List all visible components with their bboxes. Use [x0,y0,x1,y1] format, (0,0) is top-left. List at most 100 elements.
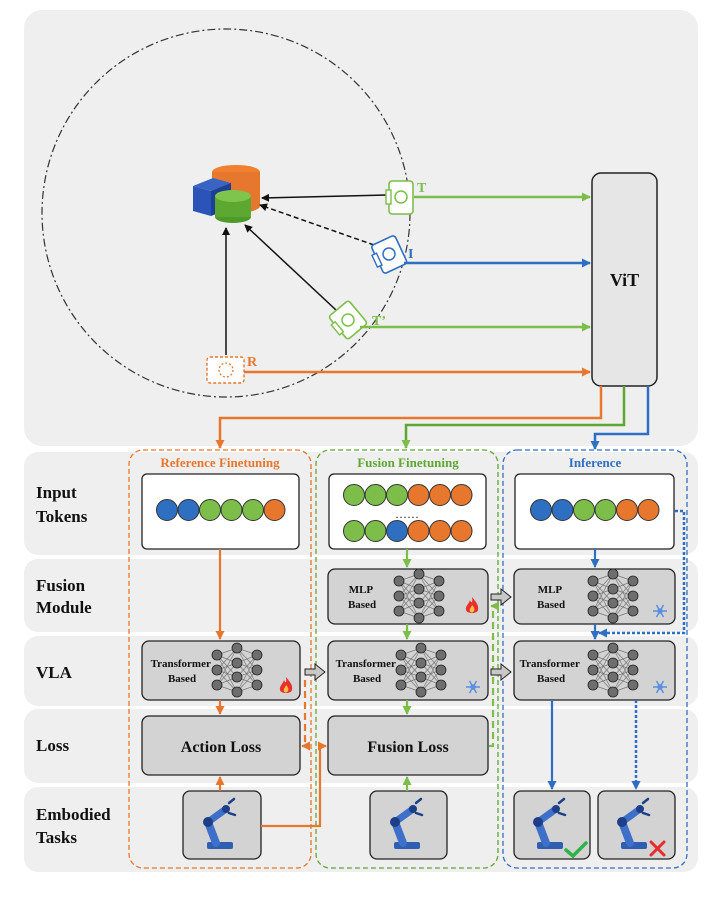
camera-label-r: R [247,355,258,370]
nn-connection [420,654,442,693]
nn-node [211,664,223,676]
nn-node [415,657,427,669]
row-label-embodied-tasks: Embodied Tasks [36,805,115,847]
fusion-loss-label: Fusion Loss [367,739,448,756]
nn-node [627,679,639,691]
nn-connection [216,647,238,686]
neural-network-icon [395,642,447,698]
inf-bypass-dotted-arrow [598,509,686,638]
camera-label-i: I [408,247,413,262]
fusion-token-sequence-1 [343,484,473,506]
camera-icon-t-prime [328,300,368,340]
nn-node [231,671,243,683]
nn-node [587,590,599,602]
fusion-mlp-label: MLP Based [348,584,376,611]
nn-node [413,568,425,580]
nn-node [395,649,407,661]
scene-panel [24,10,698,446]
nn-connection [418,580,440,619]
nn-node [251,649,263,661]
action-loss-label: Action Loss [181,739,261,756]
token-orange [407,484,430,506]
token-orange [616,499,638,521]
row-label-input-tokens: Input Tokens [36,483,88,526]
token-green [364,484,387,506]
inference-title: Inference [569,455,622,470]
token-blue [551,499,574,521]
nn-node [435,649,447,661]
row-label-fusion-module: Fusion Module [36,576,92,617]
nn-node [413,597,425,609]
nn-node [587,575,599,587]
nn-node [211,679,223,691]
token-ellipsis: …… [395,507,419,521]
camera-label-t-prime: T’ [372,314,386,329]
fire-icon [279,677,293,693]
nn-node [413,583,425,595]
reference-finetuning-title: Reference Finetuning [160,455,280,470]
nn-node [607,642,619,654]
token-green [199,499,221,521]
nn-node [627,590,639,602]
token-orange [637,499,660,521]
transfer-arrow-ref-to-fusion [304,662,326,682]
t-prime-view-arrow [244,224,337,311]
fusion-transformer-label: Transformer Based [336,658,399,685]
vit-label: ViT [610,270,639,290]
nn-node [607,686,619,698]
nn-node [627,575,639,587]
nn-node [231,642,243,654]
token-green [386,484,408,506]
reference-finetuning-column [128,449,312,869]
camera-icon-r [206,356,245,384]
row-band-embodied-tasks [24,787,698,872]
nn-connection [592,647,614,686]
token-orange [429,520,451,542]
token-blue [177,499,200,521]
fusion-transformer-box [327,640,489,701]
inference-robot-box-failure [597,790,676,860]
nn-node [251,679,263,691]
token-green [594,499,617,521]
nn-node [395,679,407,691]
nn-node [413,612,425,624]
nn-node [587,605,599,617]
nn-node [435,679,447,691]
nn-node [393,575,405,587]
cross-icon [649,840,666,857]
token-green [343,484,365,506]
token-green [364,520,387,542]
nn-connection [592,573,614,612]
nn-node [231,657,243,669]
token-orange [263,499,286,521]
fusion-finetuning-title: Fusion Finetuning [357,455,459,470]
nn-connection [400,647,422,686]
nn-node [607,583,619,595]
token-orange [450,484,473,506]
row-label-loss: Loss [36,736,69,755]
nn-node [607,568,619,580]
nn-connection [236,654,258,693]
snowflake-icon [653,604,667,618]
transfer-arrow-fusion-to-inference-tf [490,662,512,682]
inference-column [502,449,688,869]
check-icon [564,841,588,859]
nn-node [433,590,445,602]
nn-connection [398,573,420,612]
row-label-vla: VLA [36,663,73,682]
inference-mlp-label: MLP Based [537,584,565,611]
token-blue [530,499,552,521]
camera-icon-i [371,235,408,274]
nn-node [587,649,599,661]
token-blue [386,520,408,542]
token-orange [429,484,451,506]
nn-node [607,597,619,609]
vit-to-fusion-arrow [401,386,626,449]
token-green [220,499,243,521]
nn-node [627,664,639,676]
i-view-arrow [259,203,375,246]
fusion-mlp-box [327,568,489,625]
nn-node [627,649,639,661]
reference-transformer-label: Transformer Based [151,658,214,685]
vit-to-inference-arrow [590,386,650,450]
